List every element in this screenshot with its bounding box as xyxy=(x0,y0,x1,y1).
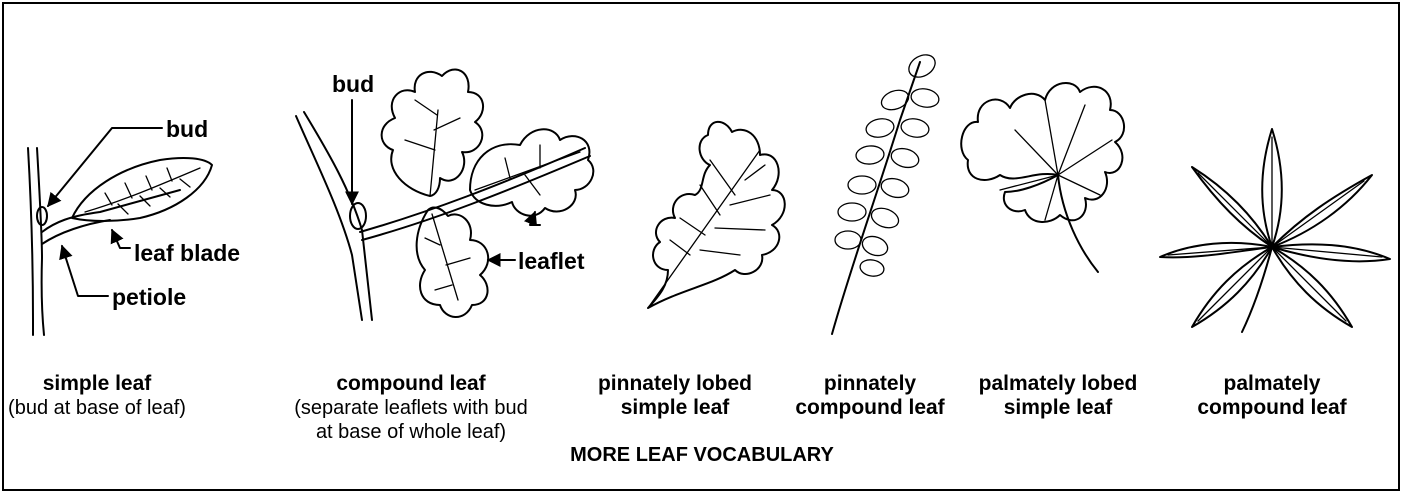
caption-line2: compound leaf xyxy=(1180,396,1364,420)
caption-title: simple leaf xyxy=(2,372,192,396)
caption-line2: simple leaf xyxy=(968,396,1148,420)
caption-subtitle-line1: (separate leaflets with bud xyxy=(266,396,556,420)
leaf-blade-label: leaf blade xyxy=(134,240,240,266)
caption-line2: simple leaf xyxy=(585,396,765,420)
footer-title: MORE LEAF VOCABULARY xyxy=(0,444,1404,467)
caption-pinnately-lobed: pinnately lobed simple leaf xyxy=(585,372,765,420)
palmately-lobed-leaf-drawing xyxy=(961,83,1124,272)
caption-line2: compound leaf xyxy=(785,396,955,420)
caption-line1: pinnately lobed xyxy=(585,372,765,396)
caption-line1: palmately xyxy=(1180,372,1364,396)
caption-subtitle-line2: at base of whole leaf) xyxy=(266,420,556,444)
caption-simple-leaf: simple leaf (bud at base of leaf) xyxy=(2,372,192,420)
simple-bud-label: bud xyxy=(166,116,208,142)
caption-title: compound leaf xyxy=(266,372,556,396)
petiole-label: petiole xyxy=(112,284,186,310)
caption-line1: palmately lobed xyxy=(968,372,1148,396)
compound-bud-label: bud xyxy=(332,71,374,97)
pinnately-compound-leaf-drawing xyxy=(832,50,940,334)
caption-subtitle: (bud at base of leaf) xyxy=(2,396,192,420)
caption-palmately-compound: palmately compound leaf xyxy=(1180,372,1364,420)
palmately-compound-leaf-drawing xyxy=(1160,129,1390,332)
caption-compound-leaf: compound leaf (separate leaflets with bu… xyxy=(266,372,556,444)
pinnately-lobed-leaf-drawing xyxy=(648,122,785,308)
compound-leaf-drawing xyxy=(296,69,593,320)
caption-pinnately-compound: pinnately compound leaf xyxy=(785,372,955,420)
simple-leaf-callout-lines xyxy=(48,128,162,296)
caption-palmately-lobed: palmately lobed simple leaf xyxy=(968,372,1148,420)
caption-line1: pinnately xyxy=(785,372,955,396)
leaflet-label: leaflet xyxy=(518,248,584,274)
